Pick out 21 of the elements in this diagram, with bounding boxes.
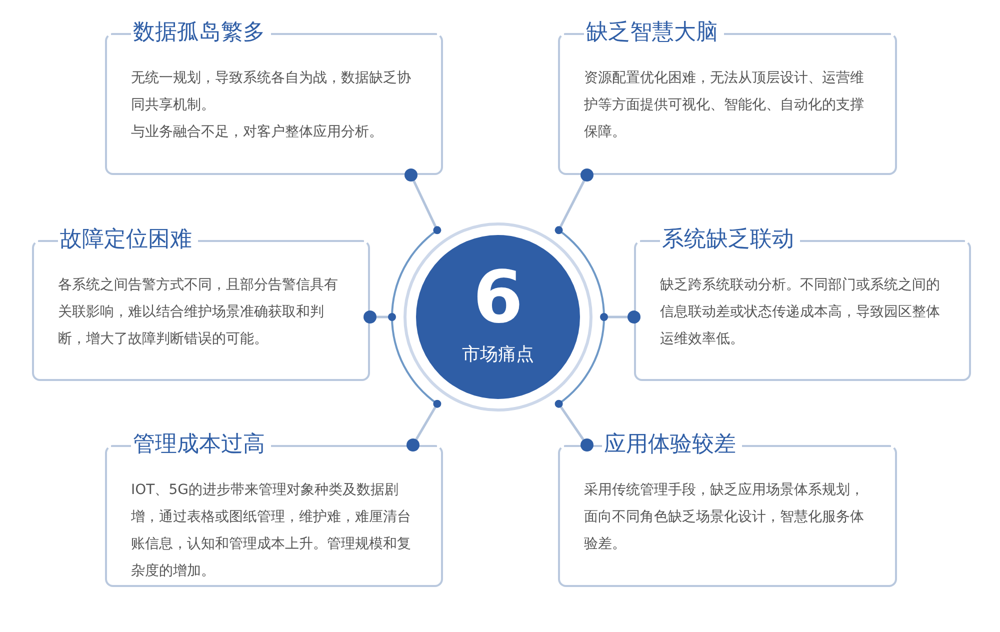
connector-line <box>554 168 594 234</box>
card-text: 各系统之间告警方式不同，且部分告警信具有关联影响，难以结合维护场景准确获取和判断，增大了故障判断错误的可能。 <box>58 276 339 349</box>
card-heading: 缺乏智慧大脑 <box>585 19 719 47</box>
card-text: 无统一规划，导致系统各自为战，数据缺乏协同共享机制。 <box>131 69 412 115</box>
connector-line <box>554 400 594 452</box>
connector-line <box>600 310 640 324</box>
card-heading: 应用体验较差 <box>603 431 737 459</box>
card-text: 缺乏跨系统联动分析。不同部门或系统之间的信息联动差或状态传递成本高，导致园区整体运维效率低。 <box>660 276 941 349</box>
card-heading: 管理成本过高 <box>132 431 266 459</box>
card-heading: 数据孤岛繁多 <box>132 19 266 47</box>
card-text: IOT、5G的进步带来管理对象种类及数据剧增，通过表格或图纸管理，维护难，难厘清台账信息，认知和管理成本上升。管理规模和复杂度的增加。 <box>131 481 412 581</box>
number-label: 6 <box>472 257 524 337</box>
center-label: 市场痛点 <box>461 343 535 367</box>
card-heading: 系统缺乏联动 <box>661 226 795 254</box>
card-text: 资源配置优化困难，无法从顶层设计、运营维护等方面提供可视化、智能化、自动化的支撑保障。 <box>584 69 865 142</box>
connector-line <box>406 400 442 452</box>
connector-line <box>364 310 396 324</box>
card-text: 与业务融合不足，对客户整体应用分析。 <box>131 123 384 142</box>
card-heading: 故障定位困难 <box>59 226 193 254</box>
card-text: 采用传统管理手段，缺乏应用场景体系规划，面向不同角色缺乏场景化设计，智慧化服务体验差。 <box>584 481 865 554</box>
connector-line <box>404 168 442 234</box>
